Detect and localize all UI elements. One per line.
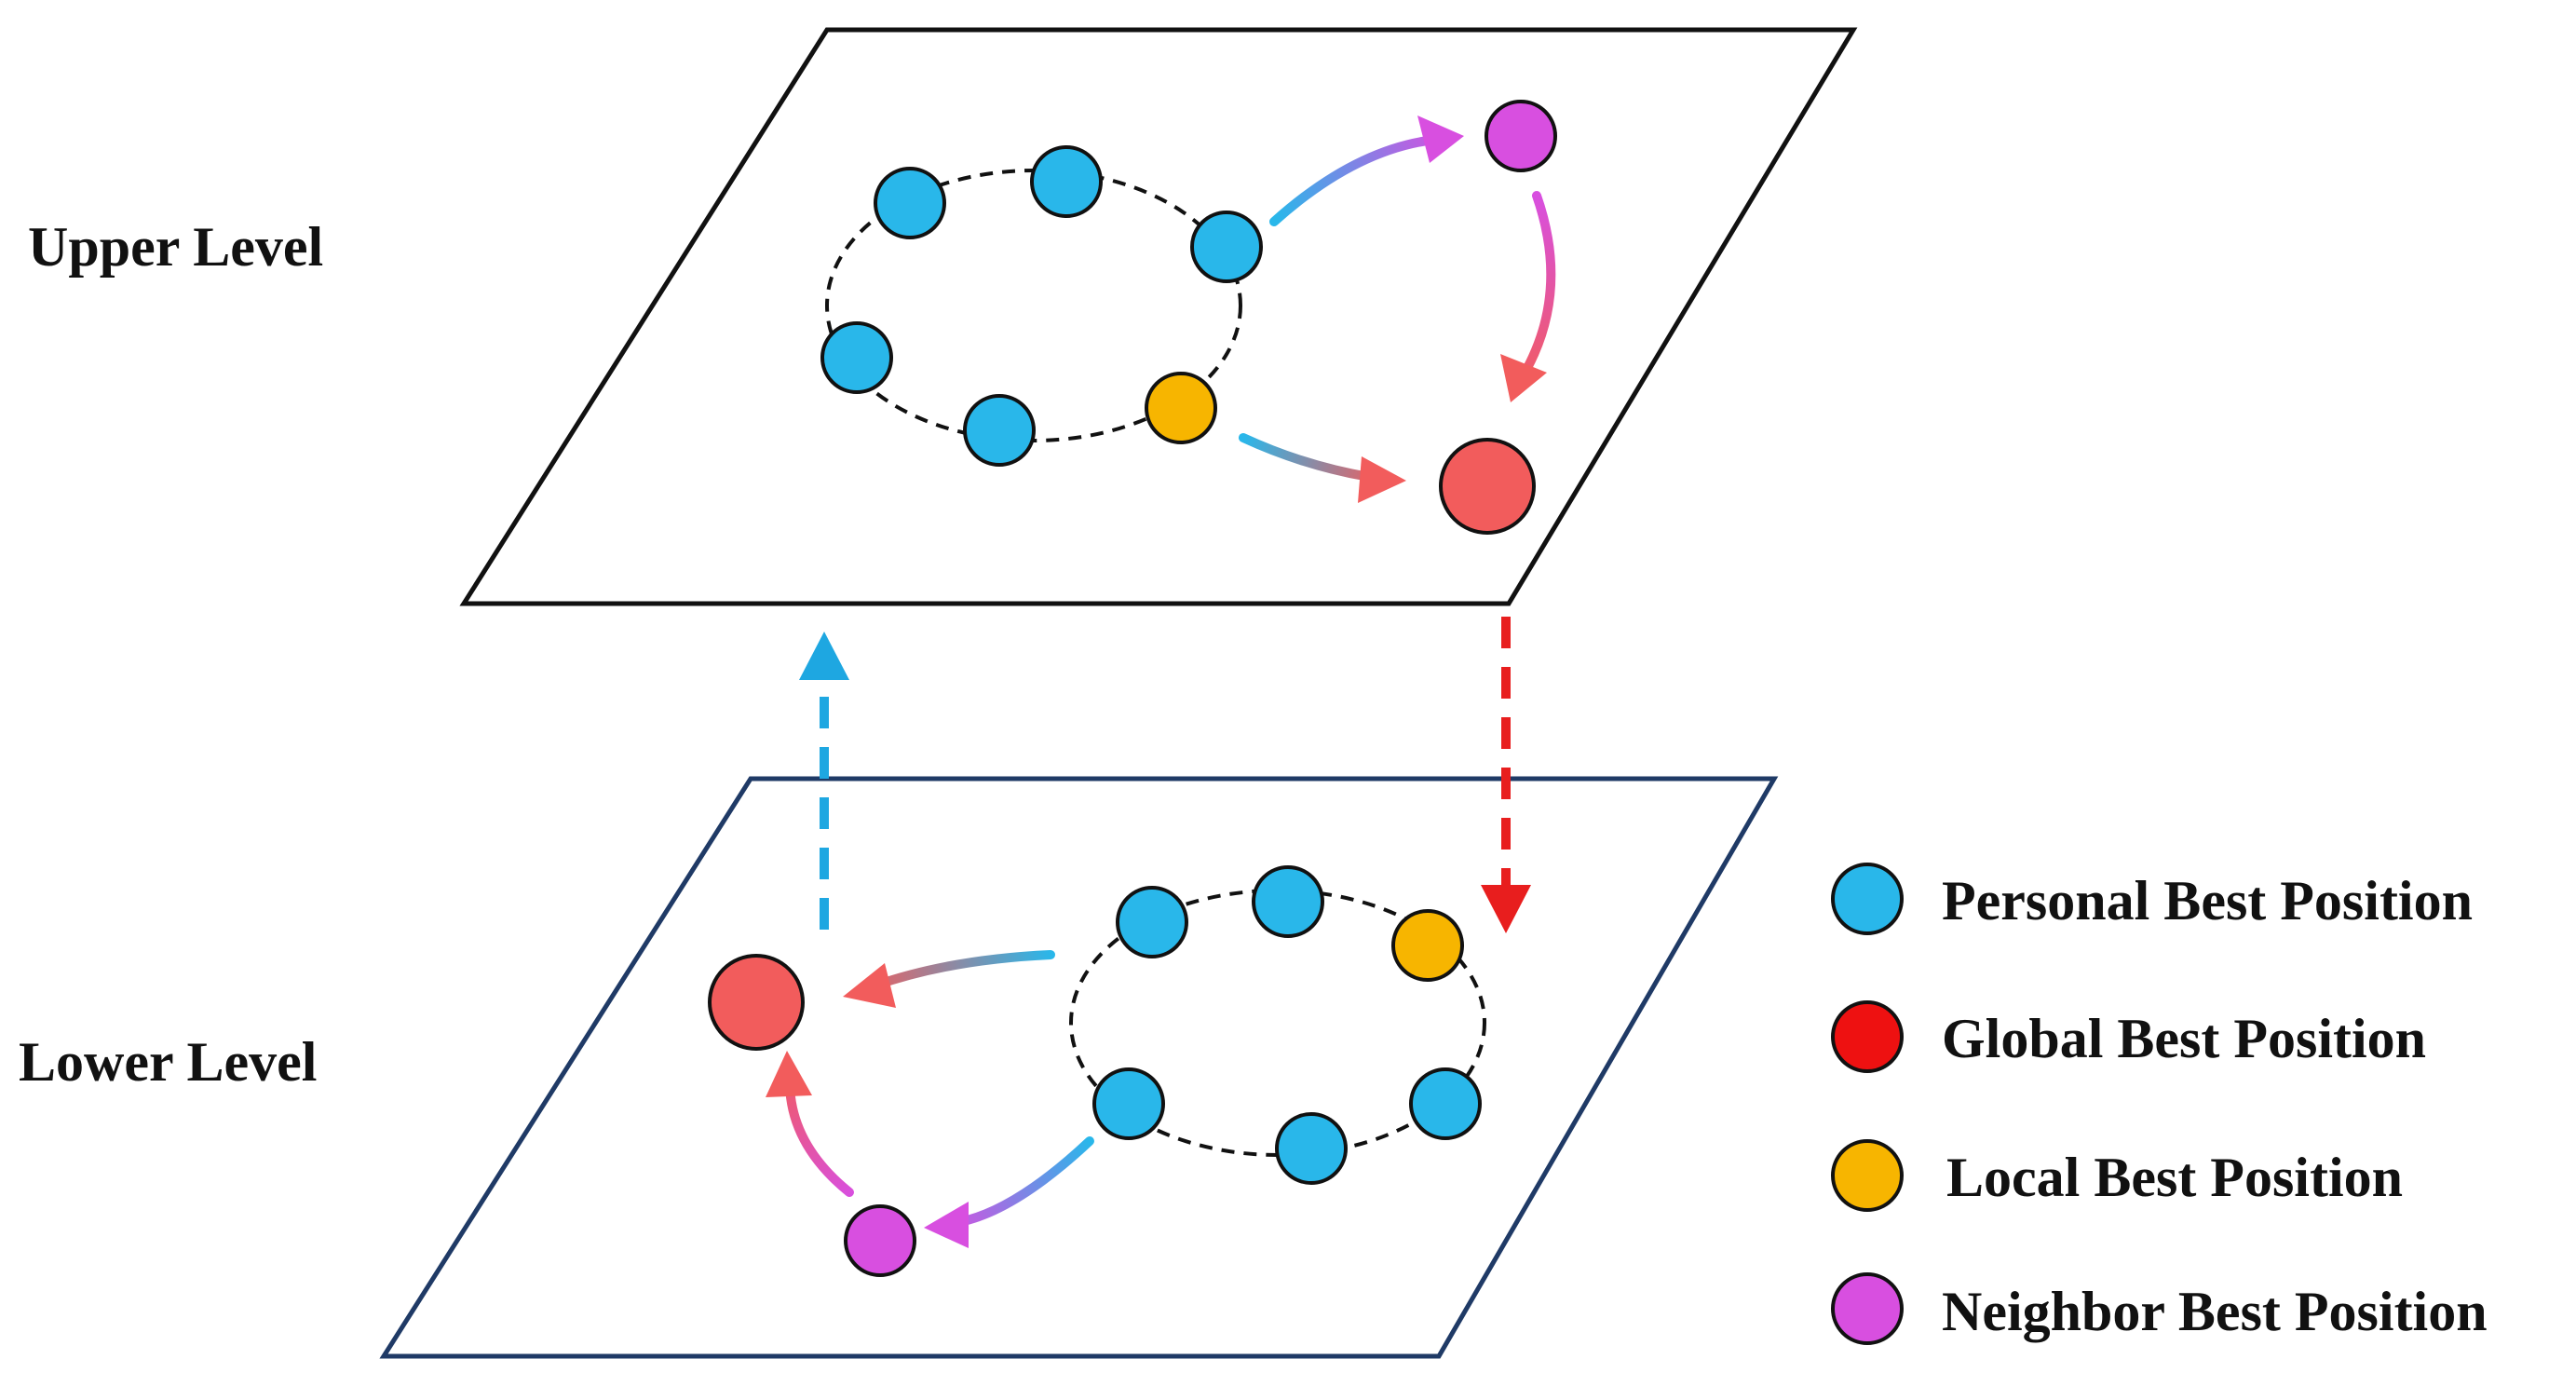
upper-global-best-node	[1439, 438, 1536, 535]
lower-to-upper-arrow	[799, 632, 849, 930]
lower-local-best-node	[1391, 909, 1464, 982]
legend-item-personal-best: Personal Best Position	[1831, 863, 2473, 935]
legend-label-local-best: Local Best Position	[1946, 1147, 2403, 1208]
legend-item-neighbor-best: Neighbor Best Position	[1831, 1272, 2488, 1345]
lower-arrow-local-to-global	[843, 950, 1055, 1008]
lower-personal-best-node	[1116, 886, 1188, 958]
upper-personal-best-node	[874, 167, 946, 239]
legend: Personal Best Position Global Best Posit…	[1831, 863, 2488, 1345]
lower-personal-best-node	[1409, 1067, 1482, 1140]
upper-local-best-node	[1145, 372, 1217, 444]
lower-personal-best-node	[1252, 865, 1324, 938]
upper-personal-best-node	[820, 321, 893, 394]
legend-swatch-neighbor-best	[1831, 1272, 1904, 1345]
upper-arrow-personal-to-neighbor	[1269, 116, 1464, 226]
lower-neighbor-best-node	[844, 1204, 916, 1277]
legend-swatch-local-best	[1831, 1139, 1904, 1212]
legend-item-global-best: Global Best Position	[1831, 1000, 2426, 1073]
legend-swatch-personal-best	[1831, 863, 1904, 935]
legend-item-local-best: Local Best Position	[1831, 1139, 2403, 1212]
lower-plane-parallelogram	[379, 776, 1779, 1359]
lower-arrow-personal-to-neighbor	[924, 1136, 1094, 1248]
legend-label-neighbor-best: Neighbor Best Position	[1942, 1281, 2488, 1342]
upper-neighbor-best-node	[1485, 100, 1557, 172]
lower-plane	[379, 776, 1779, 1359]
upper-plane	[459, 27, 1858, 606]
upper-plane-parallelogram	[459, 27, 1858, 606]
legend-label-personal-best: Personal Best Position	[1942, 870, 2473, 931]
lower-personal-best-node	[1275, 1112, 1348, 1185]
legend-label-global-best: Global Best Position	[1942, 1008, 2426, 1069]
lower-arrow-neighbor-to-global	[766, 1051, 854, 1197]
lower-level-label: Lower Level	[19, 1031, 317, 1093]
upper-level-label: Upper Level	[28, 216, 323, 278]
lower-personal-best-node	[1092, 1067, 1165, 1140]
upper-arrow-neighbor-to-global	[1500, 191, 1556, 402]
upper-personal-best-node	[1190, 211, 1263, 283]
upper-arrow-local-to-global	[1239, 433, 1406, 503]
upper-personal-best-node	[963, 394, 1036, 467]
upper-personal-best-node	[1030, 145, 1103, 218]
lower-global-best-node	[708, 954, 805, 1051]
legend-swatch-global-best	[1831, 1000, 1904, 1073]
upper-to-lower-arrow	[1481, 617, 1531, 933]
